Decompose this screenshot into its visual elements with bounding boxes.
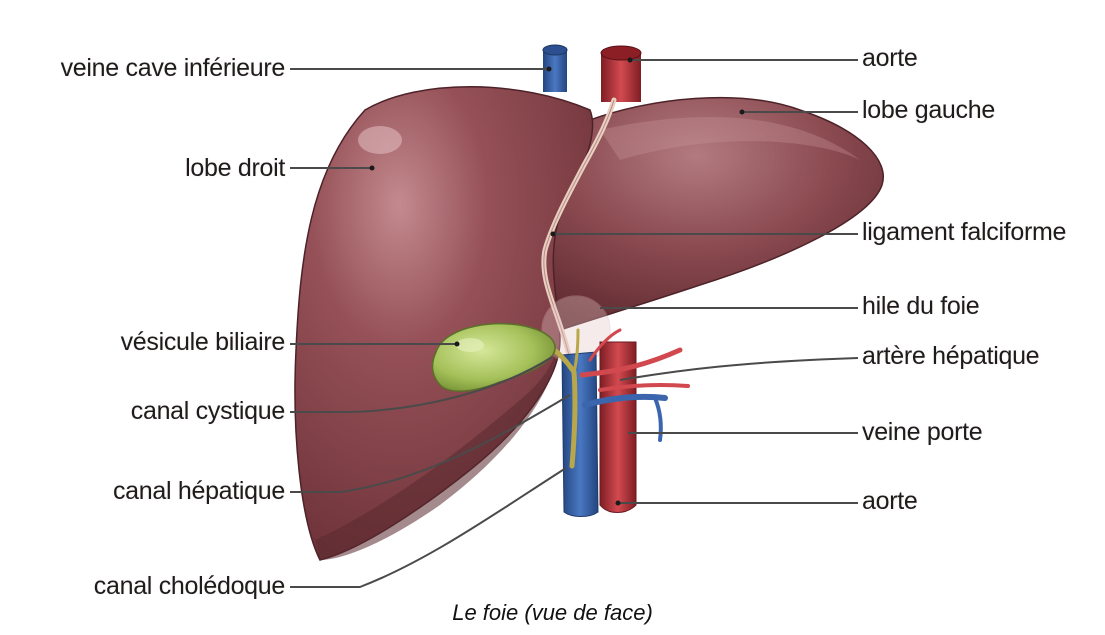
label-veine-cave-inferieure: veine cave inférieure [10,56,285,81]
label-canal-cystique: canal cystique [10,399,285,424]
label-canal-hepatique: canal hépatique [10,479,285,504]
label-artere-hepatique: artère hépatique [862,344,1039,369]
label-aorte-bottom: aorte [862,489,917,514]
figure-caption: Le foie (vue de face) [0,600,1105,626]
label-veine-porte: veine porte [862,420,982,445]
label-canal-choledoque: canal cholédoque [10,574,285,599]
label-ligament-falciforme: ligament falciforme [862,220,1066,245]
label-lobe-droit: lobe droit [10,156,285,181]
label-aorte-top: aorte [862,46,917,71]
label-lobe-gauche: lobe gauche [862,98,995,123]
aorta-top [601,46,641,102]
label-vesicule-biliaire: vésicule biliaire [10,330,285,355]
label-hile-du-foie: hile du foie [862,294,979,319]
vena-cava-lower [562,352,598,517]
